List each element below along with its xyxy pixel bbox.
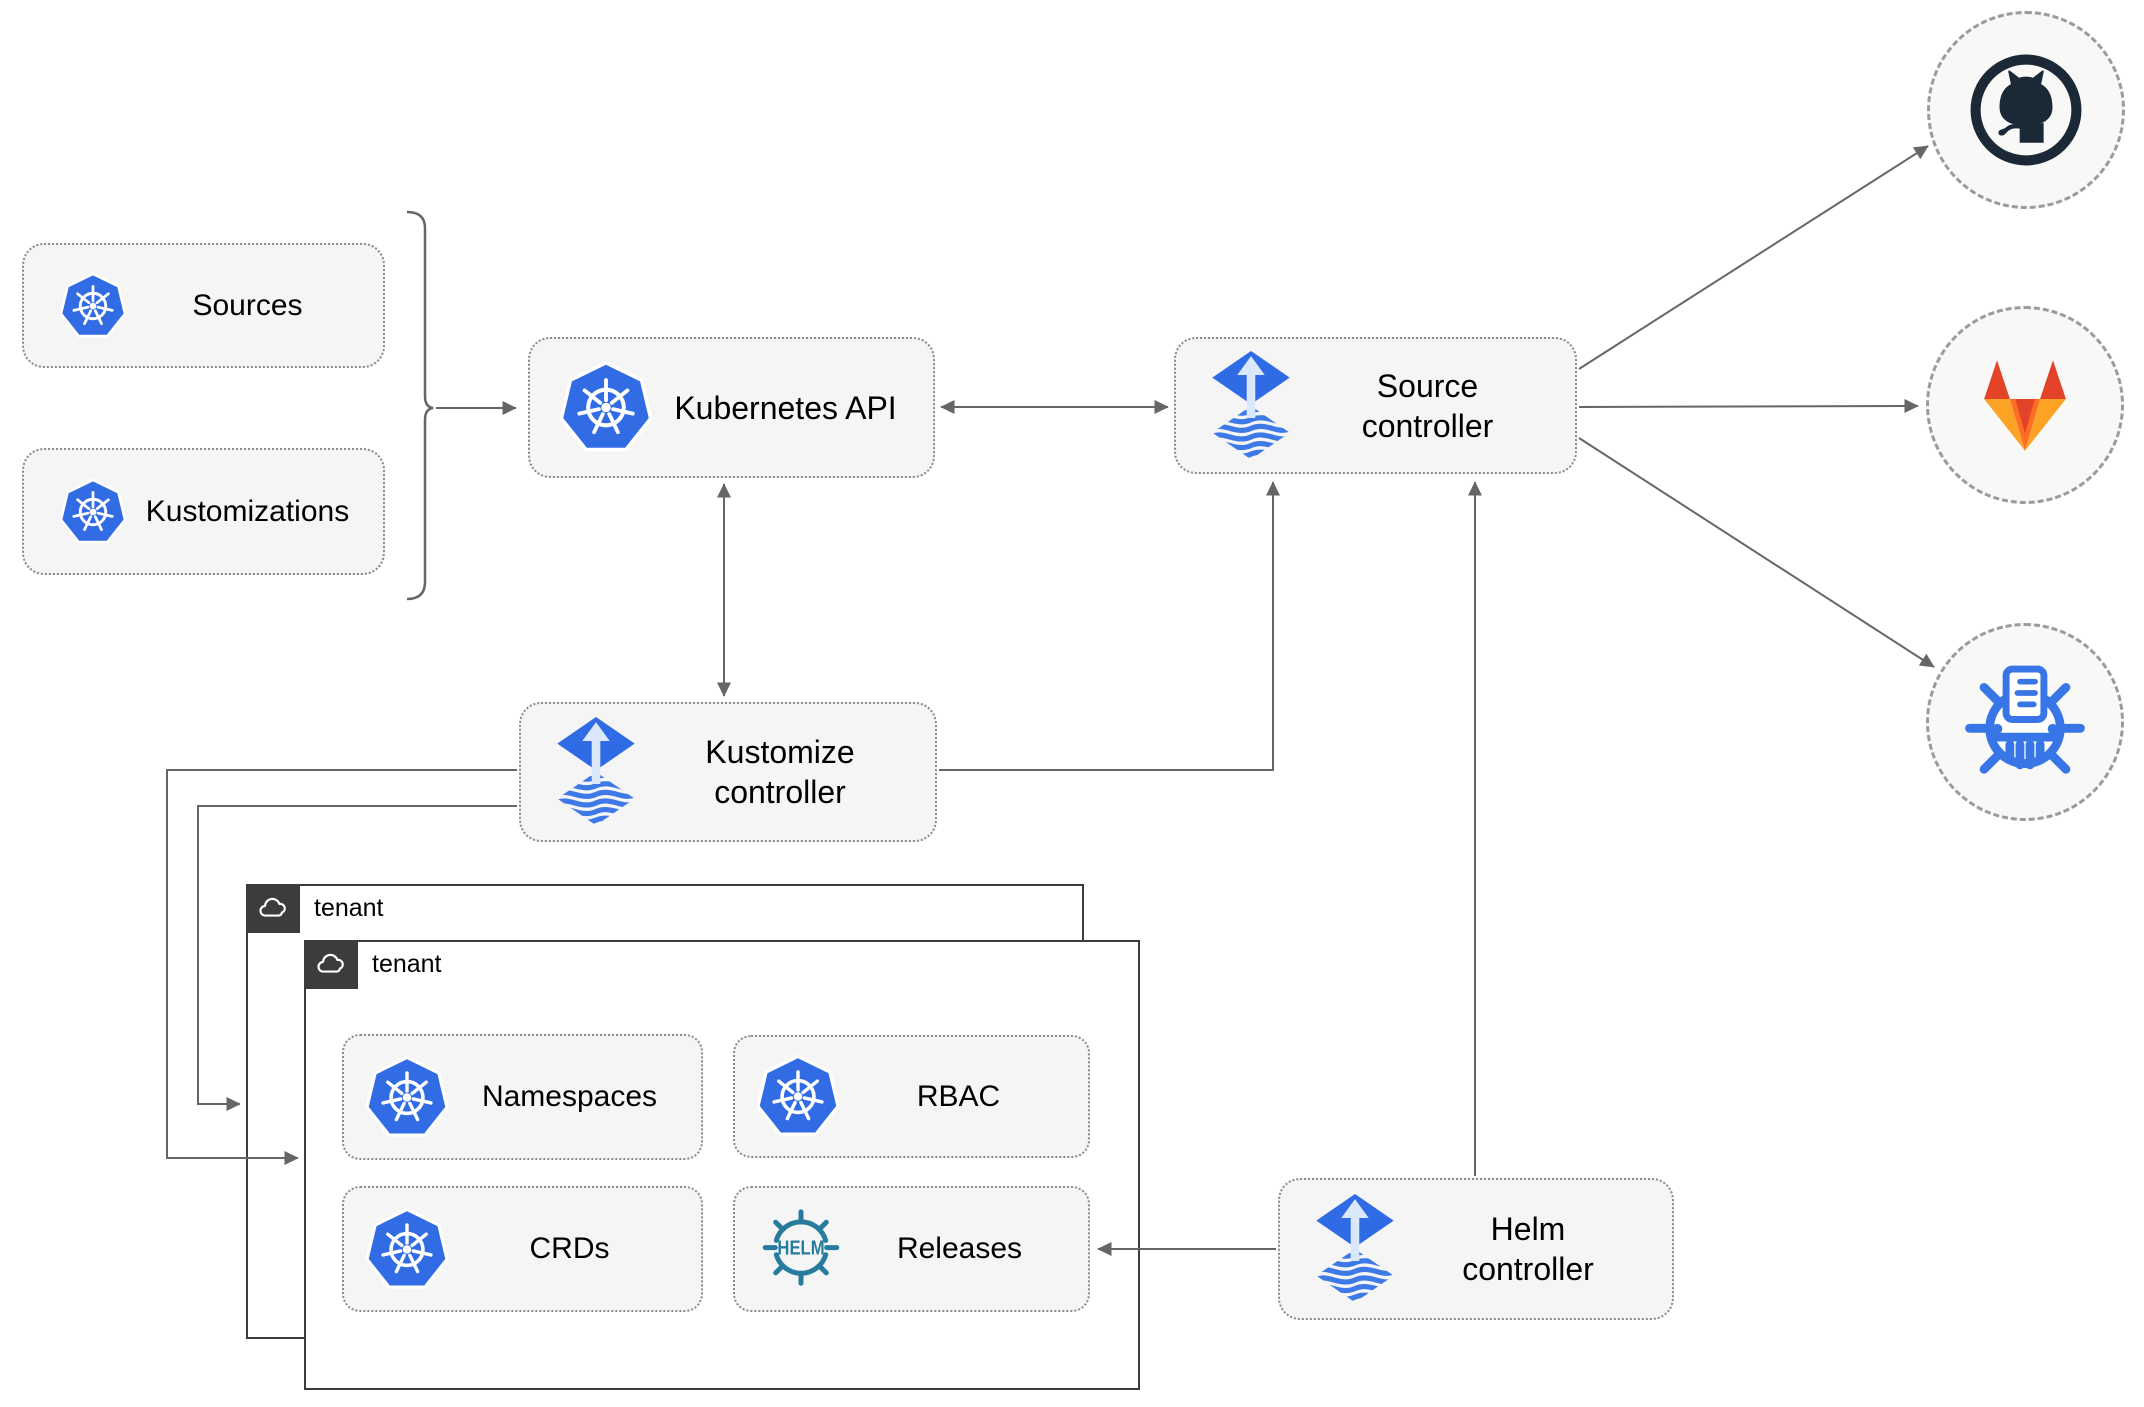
node-label-line1: Source — [1376, 367, 1479, 404]
tenant-label: tenant — [372, 950, 442, 978]
node-kubernetes-api: Kubernetes API — [528, 337, 935, 478]
endpoint-gitlab — [1926, 306, 2124, 504]
kubernetes-icon — [757, 1054, 839, 1139]
node-label-line2: controller — [1462, 1251, 1594, 1287]
node-label-line1: Helm — [1490, 1211, 1566, 1247]
cloud-icon — [314, 952, 348, 977]
node-label-line1: Kustomize — [705, 734, 855, 770]
cloud-icon — [256, 896, 290, 921]
tenant-header — [304, 940, 358, 989]
node-helm-controller: Helm controller — [1278, 1178, 1674, 1320]
brace-sources-group — [406, 210, 434, 601]
resource-label: CRDs — [529, 1232, 610, 1265]
node-source-controller: Source controller — [1174, 337, 1577, 474]
node-label: Kubernetes API — [674, 389, 897, 426]
arrow-source-to-gitlab — [1578, 399, 1919, 414]
resource-label: RBAC — [916, 1079, 1001, 1113]
node-label: Kustomizations — [145, 494, 350, 528]
arrow-source-to-github — [1578, 145, 1929, 370]
chartmuseum-icon — [1962, 659, 2088, 785]
node-label: Helm controller — [1398, 1209, 1672, 1289]
helm-icon: HELM — [762, 1209, 840, 1286]
node-label: Kustomize controller — [639, 732, 935, 812]
gitlab-icon — [1971, 356, 2079, 455]
flux-icon — [1208, 349, 1294, 463]
node-label-line2: controller — [1361, 407, 1494, 444]
github-icon — [1963, 47, 2089, 173]
flux-icon — [1312, 1192, 1398, 1306]
node-label: Source controller — [1294, 366, 1575, 446]
node-kustomizations: Kustomizations — [22, 448, 385, 575]
node-kustomize-controller: Kustomize controller — [519, 702, 937, 842]
tenant-label: tenant — [314, 894, 384, 922]
resource-label: Releases — [896, 1232, 1023, 1265]
tenant-box-inner: tenant — [304, 940, 1140, 1390]
kubernetes-icon — [560, 360, 652, 455]
helm-logo-text: HELM — [777, 1238, 824, 1260]
kubernetes-icon — [60, 478, 126, 546]
tenant-header — [246, 884, 300, 933]
kubernetes-icon — [60, 272, 126, 340]
resource-namespaces: Namespaces — [342, 1034, 703, 1160]
kubernetes-icon — [366, 1055, 448, 1140]
node-label: Sources — [192, 288, 303, 322]
resource-rbac: RBAC — [733, 1035, 1090, 1158]
flux-icon — [553, 715, 639, 829]
arrow-kustomize-to-source-controller — [939, 481, 1281, 771]
node-label-line2: controller — [714, 774, 846, 810]
kubernetes-icon — [366, 1207, 448, 1292]
resource-crds: CRDs — [342, 1186, 703, 1312]
resource-releases: HELM Releases — [733, 1186, 1090, 1312]
arrow-source-to-helm-repository — [1578, 437, 1935, 668]
endpoint-helm-repository — [1926, 623, 2124, 821]
node-sources: Sources — [22, 243, 385, 368]
resource-label: Namespaces — [481, 1080, 658, 1113]
endpoint-github — [1927, 11, 2125, 209]
